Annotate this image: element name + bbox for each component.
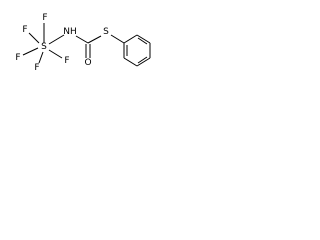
atom-labels: F F F F F S NH O S <box>15 13 109 73</box>
atom-nh: NH <box>63 27 77 37</box>
sf5-bonds <box>22 23 65 64</box>
chemical-structure-canvas: F F F F F S NH O S <box>0 0 195 101</box>
atom-f-lower-left: F <box>15 53 20 63</box>
bond-s-ring <box>110 34 125 44</box>
ring-bond-2 <box>123 57 138 67</box>
phenyl-ring <box>123 34 151 67</box>
chain-bonds <box>75 34 125 58</box>
structure-drawing: F F F F F S NH O S <box>15 13 151 73</box>
bond-c-s <box>87 35 102 44</box>
atom-s-thio: S <box>103 27 109 37</box>
atom-f-top: F <box>42 13 47 23</box>
bond-s-f-lower-right <box>48 49 63 59</box>
ring-bond-6 <box>123 34 138 44</box>
atom-s-central: S <box>41 42 47 52</box>
bond-s-f-upper-left <box>28 32 40 44</box>
bond-s-f-lower-left <box>22 47 39 56</box>
atom-o-carbonyl: O <box>84 58 91 68</box>
ring-double-bond-c <box>137 37 148 45</box>
ring-bond-5 <box>136 34 151 44</box>
atom-f-lower-right: F <box>64 56 69 66</box>
ring-bond-3 <box>136 57 151 67</box>
ring-double-bond-b <box>137 56 148 64</box>
atom-f-bottom: F <box>34 63 39 73</box>
bond-n-c <box>75 35 89 44</box>
bond-s-f-bottom <box>38 51 44 64</box>
atom-f-upper-left: F <box>22 25 27 35</box>
bond-s-n <box>48 34 65 45</box>
